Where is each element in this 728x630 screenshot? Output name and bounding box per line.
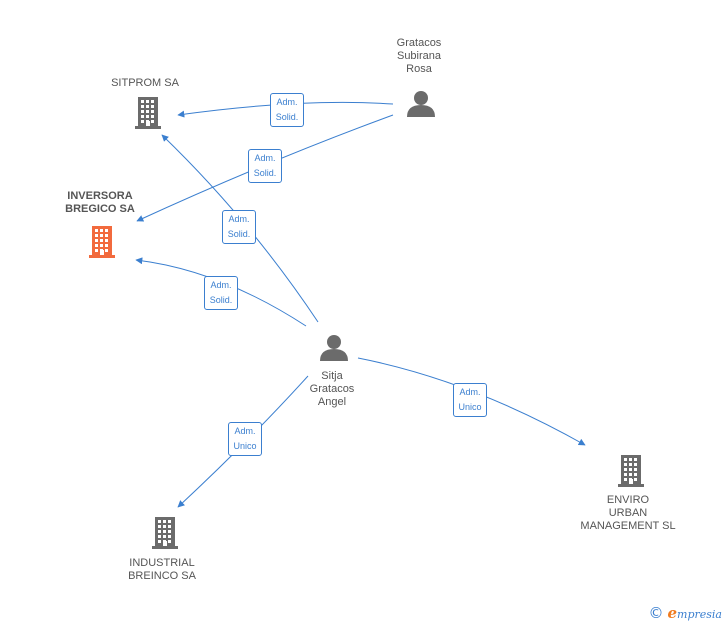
brand-name: mpresia xyxy=(677,608,722,621)
edge-label-sitja-industrial[interactable]: Adm. Unico xyxy=(228,422,262,456)
edge-label-sitja-enviro[interactable]: Adm. Unico xyxy=(453,383,487,417)
building-icon-industrial[interactable] xyxy=(152,517,178,549)
person-icon-gratacos[interactable] xyxy=(407,91,435,117)
node-label-inversora[interactable]: INVERSORA BREGICO SA xyxy=(65,190,135,215)
brand-logo[interactable]: empresia xyxy=(667,604,722,622)
edge-label-gratacos-inversora[interactable]: Adm. Solid. xyxy=(248,149,282,183)
building-icon-enviro[interactable] xyxy=(618,455,644,487)
node-label-gratacos[interactable]: Gratacos Subirana Rosa xyxy=(396,37,442,75)
edge-label-sitja-sitprom[interactable]: Adm. Solid. xyxy=(222,210,256,244)
building-icon-inversora[interactable] xyxy=(89,226,115,258)
node-label-sitja[interactable]: Sitja Gratacos Angel xyxy=(309,370,355,408)
node-label-enviro[interactable]: ENVIRO URBAN MANAGEMENT SL xyxy=(580,494,676,532)
brand-initial: e xyxy=(667,604,678,622)
building-icon-sitprom[interactable] xyxy=(135,97,161,129)
footer-brand[interactable]: © empresia xyxy=(648,604,722,622)
copyright-icon: © xyxy=(648,604,664,622)
edge-label-gratacos-sitprom[interactable]: Adm. Solid. xyxy=(270,93,304,127)
person-icon-sitja[interactable] xyxy=(320,335,348,361)
edge-label-sitja-inversora[interactable]: Adm. Solid. xyxy=(204,276,238,310)
node-label-sitprom[interactable]: SITPROM SA xyxy=(111,77,179,89)
icons-layer xyxy=(89,91,644,549)
node-label-industrial[interactable]: INDUSTRIAL BREINCO SA xyxy=(128,557,196,582)
